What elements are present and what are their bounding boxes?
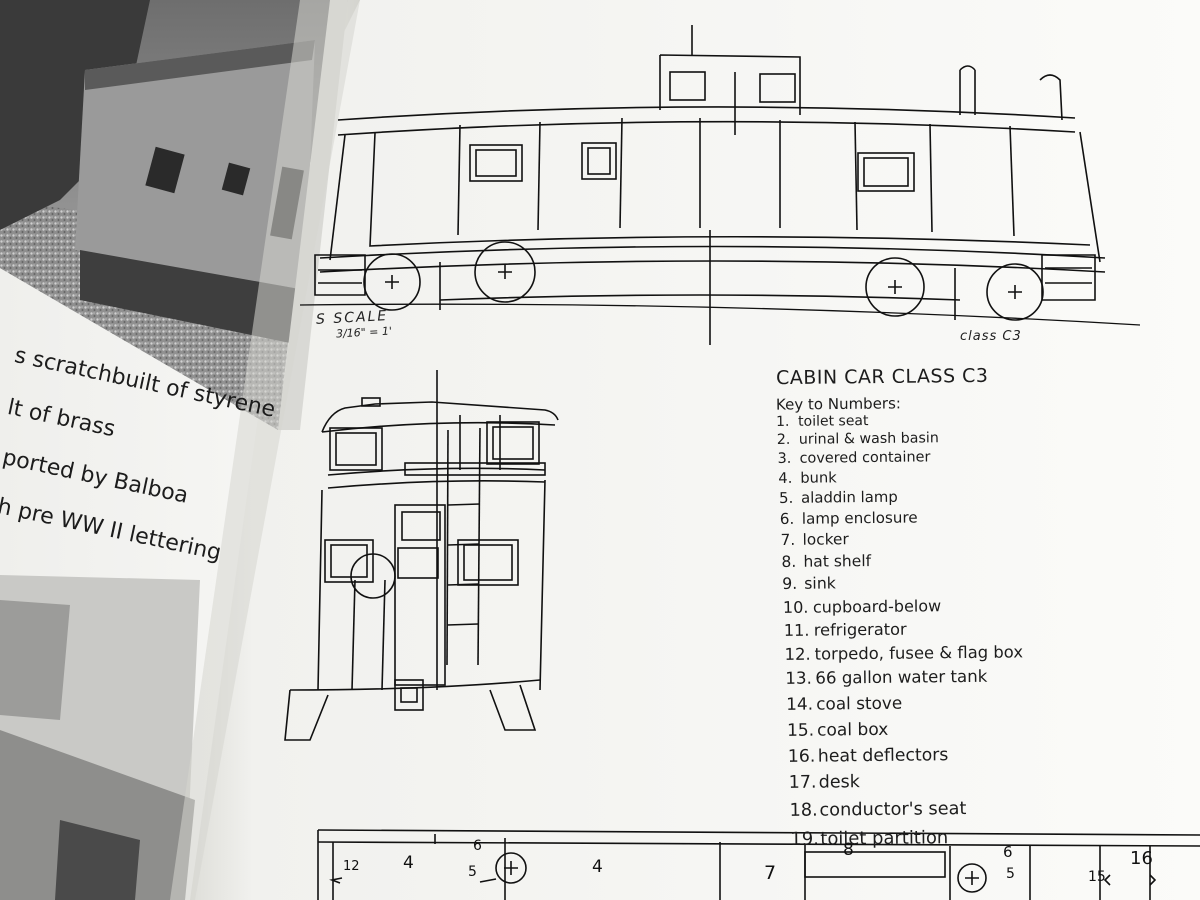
floor-plan-label: 12 bbox=[343, 859, 360, 874]
key-item: 19.toilet partition bbox=[780, 823, 1025, 854]
key-item-label: covered container bbox=[799, 448, 931, 467]
key-item: 12.torpedo, fusee & flag box bbox=[778, 640, 1023, 667]
key-item-number: 11. bbox=[783, 620, 810, 640]
floor-plan-label: 5 bbox=[468, 864, 477, 880]
key-item-label: urinal & wash basin bbox=[798, 430, 939, 448]
key-item-number: 15. bbox=[786, 720, 815, 741]
key-item-number: 16. bbox=[787, 746, 816, 767]
class-label: class C3 bbox=[960, 329, 1022, 344]
key-item-number: 6. bbox=[779, 509, 795, 528]
key-item-label: lamp enclosure bbox=[801, 508, 918, 528]
key-item-number: 17. bbox=[788, 773, 817, 794]
right-page bbox=[170, 0, 1200, 900]
key-item-label: cupboard-below bbox=[812, 596, 942, 617]
floor-plan-label: 4 bbox=[592, 857, 603, 877]
key-item: 15.coal box bbox=[779, 715, 1024, 744]
key-item-label: locker bbox=[802, 529, 849, 549]
key-item-number: 4. bbox=[778, 469, 793, 487]
key-item-label: coal box bbox=[816, 719, 889, 741]
key-item-label: coal stove bbox=[816, 692, 903, 714]
key-item-label: hat shelf bbox=[803, 552, 872, 571]
key-item: 10.cupboard-below bbox=[778, 593, 1023, 619]
floor-plan-label: 16 bbox=[1130, 848, 1153, 869]
key-item-number: 3. bbox=[777, 450, 792, 467]
key-item: 6. lamp enclosure bbox=[777, 506, 1022, 529]
key-item-label: toilet seat bbox=[798, 413, 869, 430]
key-title: CABIN CAR CLASS C3 bbox=[775, 364, 989, 390]
caboose-photo-bottom bbox=[0, 575, 200, 900]
key-item: 7. locker bbox=[777, 527, 1022, 551]
key-item-label: refrigerator bbox=[813, 619, 907, 640]
key-item: 9. sink bbox=[778, 571, 1023, 596]
key-item: 17.desk bbox=[780, 768, 1025, 798]
key-item-label: desk bbox=[818, 772, 860, 794]
key-item-number: 5. bbox=[778, 489, 794, 508]
key-item-label: torpedo, fusee & flag box bbox=[814, 642, 1024, 664]
key-item-number: 2. bbox=[776, 431, 791, 448]
key-item-number: 12. bbox=[784, 644, 811, 664]
key-item-label: toilet partition bbox=[820, 826, 949, 850]
key-item-label: 66 gallon water tank bbox=[815, 667, 988, 688]
key-item: 14.coal stove bbox=[779, 690, 1024, 718]
key-item: 4. bunk bbox=[777, 466, 1022, 488]
floor-plan-label: 6 bbox=[473, 838, 482, 854]
floor-plan-label: 6 bbox=[1003, 843, 1013, 861]
key-list: 1. toilet seat 2. urinal & wash basin 3. cove… bbox=[776, 410, 1025, 854]
side-elevation-drawing bbox=[299, 25, 1141, 345]
key-item: 11.refrigerator bbox=[778, 616, 1023, 642]
key-item-number: 14. bbox=[786, 693, 814, 715]
key-item-number: 9. bbox=[782, 573, 798, 594]
key-item-label: heat deflectors bbox=[817, 745, 949, 767]
key-item: 18.conductor's seat bbox=[780, 795, 1025, 825]
key-item-label: aladdin lamp bbox=[800, 488, 898, 508]
key-item: 16.heat deflectors bbox=[779, 741, 1024, 770]
end-elevation-drawing bbox=[284, 370, 559, 741]
key-item-label: bunk bbox=[800, 469, 837, 487]
key-item-number: 7. bbox=[780, 530, 796, 549]
floor-plan-label: 8 bbox=[843, 840, 854, 860]
floor-plan-label: 5 bbox=[1006, 866, 1015, 882]
key-item-number: 8. bbox=[781, 552, 797, 572]
floor-plan-label: 15 bbox=[1088, 869, 1106, 885]
key-subtitle: Key to Numbers: bbox=[775, 394, 902, 414]
key-item-number: 10. bbox=[782, 597, 809, 617]
key-item-number: 18. bbox=[789, 800, 818, 821]
key-item-number: 13. bbox=[785, 668, 812, 689]
key-item: 3. covered container bbox=[776, 447, 1021, 469]
key-item: 5. aladdin lamp bbox=[777, 486, 1022, 509]
key-item-label: conductor's seat bbox=[819, 798, 967, 821]
floor-plan-drawing bbox=[317, 829, 1200, 900]
key-item: 13.66 gallon water tank bbox=[779, 665, 1024, 693]
floor-plan-label: 4 bbox=[403, 853, 414, 873]
key-item-number: 19. bbox=[790, 828, 819, 850]
key-item: 8. hat shelf bbox=[777, 549, 1022, 574]
key-item-number: 1. bbox=[776, 413, 790, 430]
key-item-label: sink bbox=[804, 573, 836, 593]
floor-plan-label: 7 bbox=[764, 862, 777, 884]
